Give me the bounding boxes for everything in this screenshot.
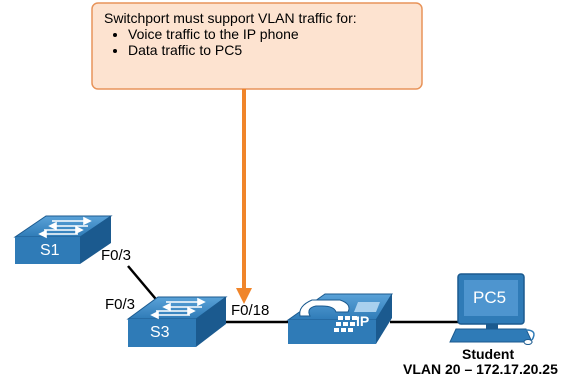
port-label-s3-f018: F0/18 xyxy=(231,302,270,319)
pc-caption-vlan: VLAN 20 – 172.17.20.25 xyxy=(403,361,558,377)
callout-text: Switchport must support VLAN traffic for… xyxy=(94,6,422,88)
callout-bullet-data: Data traffic to PC5 xyxy=(128,42,412,58)
pc-icon xyxy=(449,273,535,345)
switch-s3-label: S3 xyxy=(150,324,170,341)
link-s1-s3 xyxy=(127,265,161,305)
pc-caption-name: Student xyxy=(462,346,515,362)
switch-s1-label: S1 xyxy=(40,242,60,259)
callout-title: Switchport must support VLAN traffic for… xyxy=(104,10,357,26)
ip-phone-icon xyxy=(286,293,393,344)
callout-bullet-list: Voice traffic to the IP phone Data traff… xyxy=(104,26,412,58)
switch-s1-icon xyxy=(13,215,113,264)
callout-bullet-voice: Voice traffic to the IP phone xyxy=(128,26,412,42)
port-label-s1-f03: F0/3 xyxy=(101,247,132,264)
ip-phone-label: IP xyxy=(356,313,370,329)
callout-box xyxy=(91,2,423,90)
switch-s3-icon xyxy=(126,296,228,347)
port-label-s3-f03: F0/3 xyxy=(105,296,136,313)
pc5-label: PC5 xyxy=(473,288,507,307)
callout-arrow-head xyxy=(236,288,252,304)
